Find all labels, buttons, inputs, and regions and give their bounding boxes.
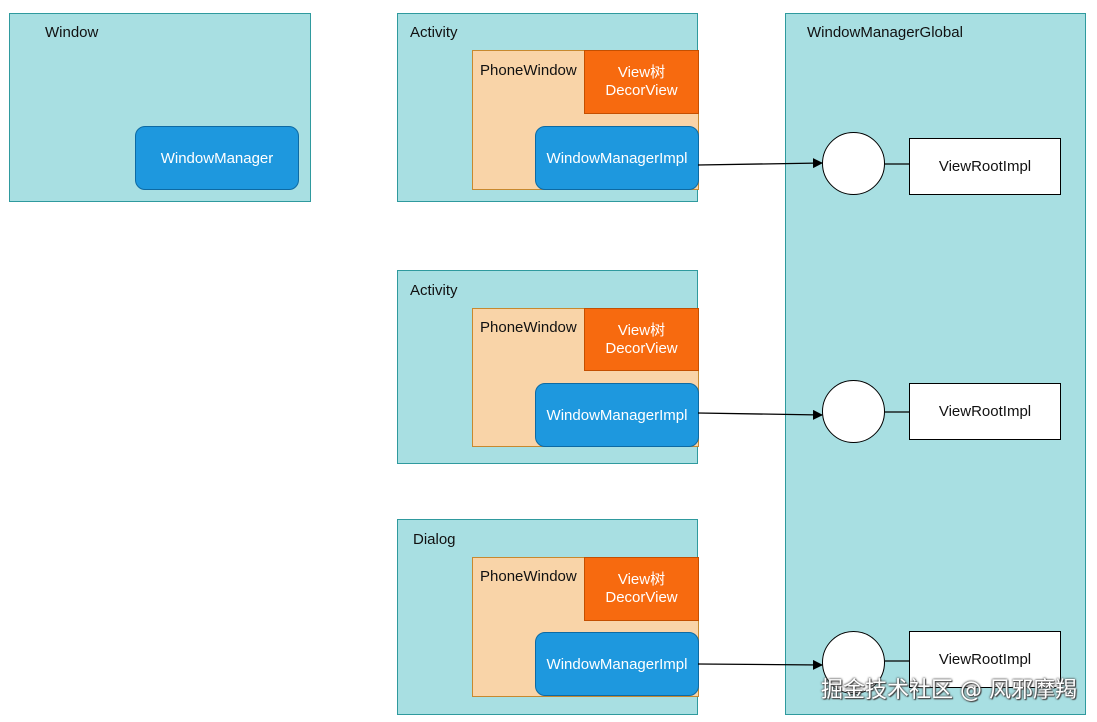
arrow-impl1-to-node1	[697, 158, 823, 169]
decor-line1-2: View树	[617, 321, 666, 339]
global-node-3	[822, 631, 885, 694]
watermark: 掘金技术社区 @ 风邪摩羯	[821, 678, 1077, 703]
window-manager-impl-3: WindowManagerImpl	[535, 632, 699, 696]
global-node-1	[822, 132, 885, 195]
activity-container-1: Activity PhoneWindow View树 DecorView Win…	[397, 13, 699, 202]
activity-title-2: Activity	[410, 282, 458, 299]
window-manager-node: WindowManager	[135, 126, 299, 190]
global-title: WindowManagerGlobal	[807, 24, 963, 41]
window-manager-impl-1: WindowManagerImpl	[535, 126, 699, 190]
arrow-impl2-to-node2	[697, 409, 823, 420]
activity-title-1: Activity	[410, 24, 458, 41]
decor-line1-3: View树	[617, 571, 666, 588]
view-root-impl-1: ViewRootImpl	[909, 138, 1061, 195]
view-root-impl-2: ViewRootImpl	[909, 383, 1061, 440]
global-node-2	[822, 380, 885, 443]
window-manager-global-container: WindowManagerGlobal	[785, 13, 1086, 715]
window-container: Window WindowManager	[9, 13, 311, 202]
decor-view-1: View树 DecorView	[584, 50, 699, 114]
arrow-impl3-to-node3	[697, 659, 823, 670]
phone-window-1: PhoneWindow View树 DecorView	[472, 50, 699, 190]
decor-view-2: View树 DecorView	[584, 308, 699, 371]
activity-container-2: Activity PhoneWindow View树 DecorView Win…	[397, 270, 699, 464]
view-root-impl-3: ViewRootImpl	[909, 631, 1061, 688]
phone-window-label-3: PhoneWindow	[480, 568, 577, 585]
decor-line2-1: DecorView	[605, 82, 678, 99]
dialog-container: Dialog PhoneWindow View树 DecorView Windo…	[397, 519, 699, 715]
window-title: Window	[45, 24, 99, 41]
dialog-title: Dialog	[413, 531, 456, 548]
window-manager-impl-2: WindowManagerImpl	[535, 383, 699, 447]
decor-line2-3: DecorView	[605, 589, 678, 606]
decor-line2-2: DecorView	[605, 339, 678, 357]
phone-window-label-1: PhoneWindow	[480, 62, 577, 79]
decor-line1-1: View树	[617, 64, 666, 81]
decor-view-3: View树 DecorView	[584, 557, 699, 621]
phone-window-label-2: PhoneWindow	[480, 319, 577, 336]
